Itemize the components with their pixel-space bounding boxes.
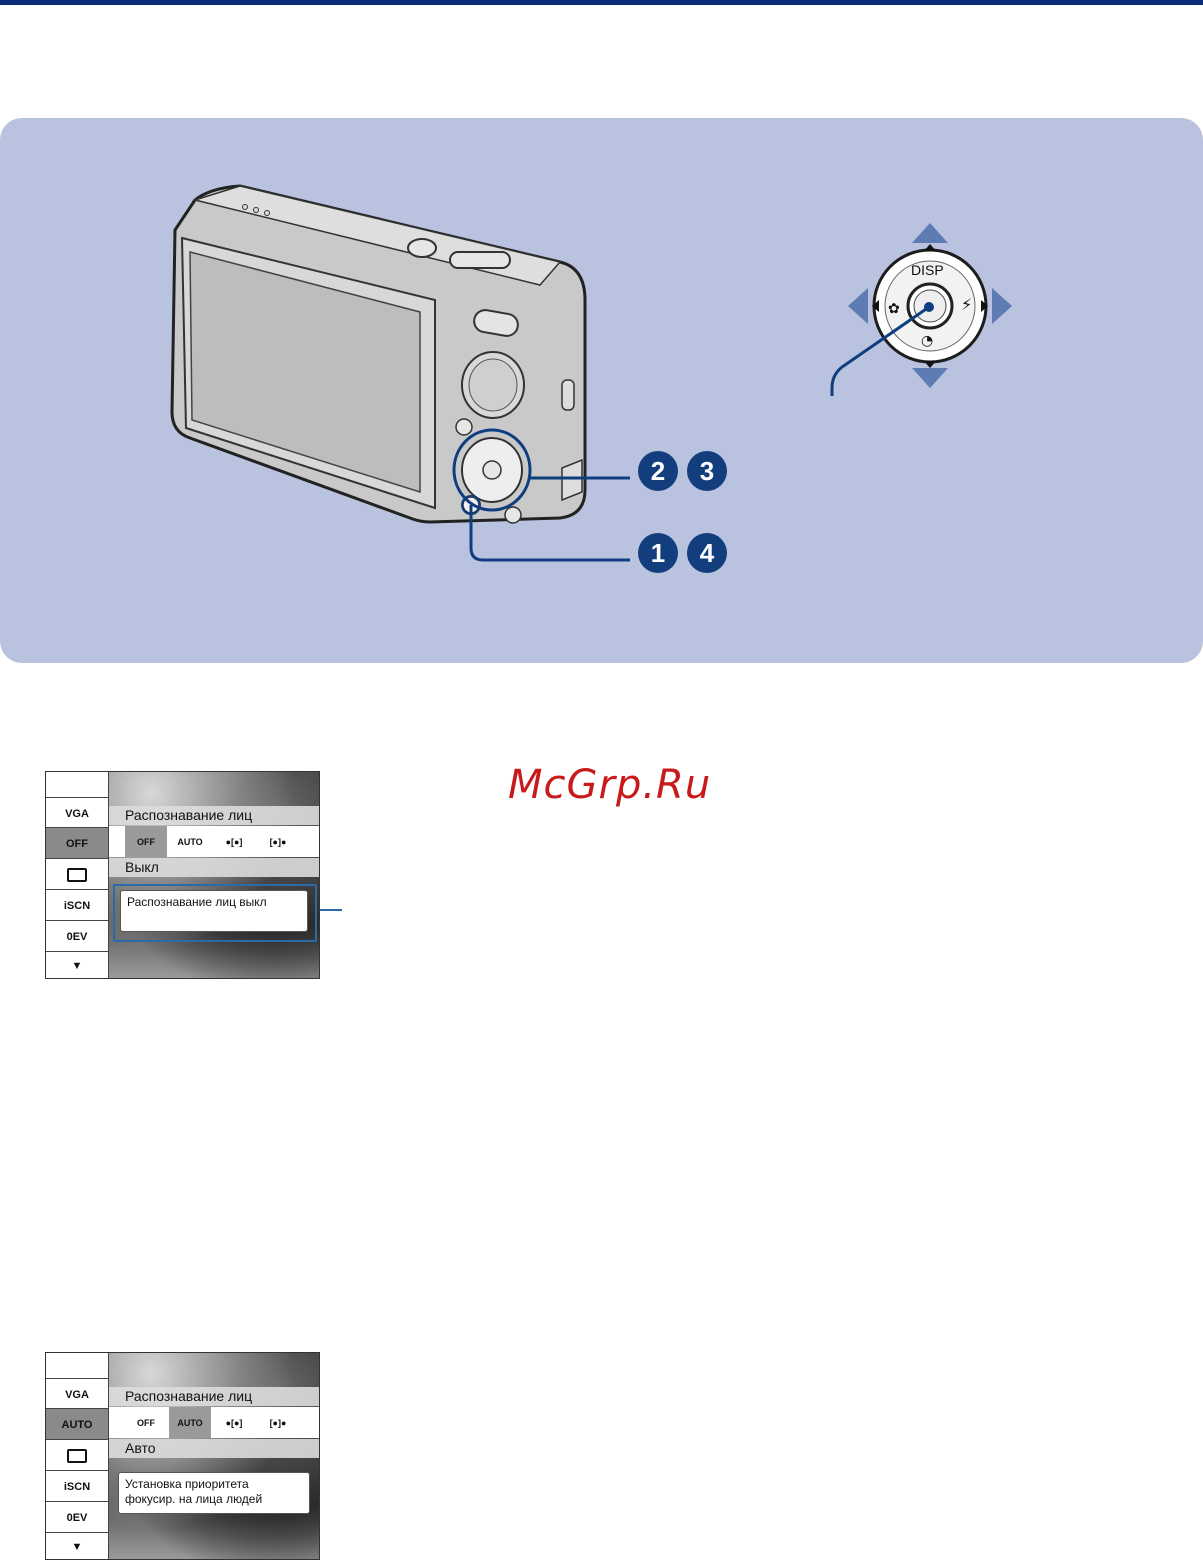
step-badge-3: 3 <box>687 451 727 491</box>
step-badge-4: 4 <box>687 533 727 573</box>
scene-recognition-icon[interactable]: iSCN <box>46 1470 108 1502</box>
option-row: OFF AUTO ●[●] [●]● <box>109 826 319 857</box>
display-mode-icon[interactable] <box>46 1439 108 1471</box>
step-badge-1: 1 <box>638 533 678 573</box>
image-size-icon[interactable]: VGA <box>46 797 108 829</box>
dpad-diagram: ⚡ ✿ ◔ <box>832 223 1012 396</box>
dpad-disp-label: DISP <box>911 262 944 278</box>
lcd-screen-off: VGA OFF iSCN 0EV ▼ Распознавание лиц OFF… <box>45 771 320 979</box>
face-detection-icon[interactable]: AUTO <box>46 1408 108 1440</box>
tip-leader-line <box>320 909 342 911</box>
option-auto[interactable]: AUTO <box>169 1407 211 1438</box>
svg-text:◔: ◔ <box>921 333 933 349</box>
option-child-priority[interactable]: ●[●] <box>213 1407 255 1438</box>
option-adult-priority[interactable]: [●]● <box>257 1407 299 1438</box>
tip-line-2: фокусир. на лица людей <box>125 1492 303 1507</box>
scroll-down-icon[interactable]: ▼ <box>46 1532 108 1560</box>
option-off[interactable]: OFF <box>125 1407 167 1438</box>
lcd-screen-auto: VGA AUTO iSCN 0EV ▼ Распознавание лиц OF… <box>45 1352 320 1560</box>
exposure-icon[interactable]: 0EV <box>46 920 108 952</box>
option-row: OFF AUTO ●[●] [●]● <box>109 1407 319 1438</box>
tip-line-1: Установка приоритета <box>125 1477 303 1492</box>
image-size-icon[interactable]: VGA <box>46 1378 108 1410</box>
watermark: McGrp.Ru <box>508 762 711 808</box>
menu-title: Распознавание лиц <box>109 806 319 825</box>
option-child-priority[interactable]: ●[●] <box>213 826 255 857</box>
svg-text:✿: ✿ <box>888 301 900 317</box>
option-auto[interactable]: AUTO <box>169 826 211 857</box>
menu-sidebar: VGA AUTO iSCN 0EV ▼ <box>46 1353 109 1559</box>
scroll-down-icon[interactable]: ▼ <box>46 951 108 979</box>
selected-value: Выкл <box>109 858 319 877</box>
option-adult-priority[interactable]: [●]● <box>257 826 299 857</box>
step-badge-2: 2 <box>638 451 678 491</box>
scene-recognition-icon[interactable]: iSCN <box>46 889 108 921</box>
option-off[interactable]: OFF <box>125 826 167 857</box>
svg-text:⚡: ⚡ <box>961 295 972 314</box>
tip-box: Распознавание лиц выкл <box>120 890 308 932</box>
selected-value: Авто <box>109 1439 319 1458</box>
tip-box: Установка приоритета фокусир. на лица лю… <box>118 1472 310 1514</box>
exposure-icon[interactable]: 0EV <box>46 1501 108 1533</box>
menu-title: Распознавание лиц <box>109 1387 319 1406</box>
menu-sidebar: VGA OFF iSCN 0EV ▼ <box>46 772 109 978</box>
display-mode-icon[interactable] <box>46 858 108 890</box>
face-detection-icon[interactable]: OFF <box>46 827 108 859</box>
camera-illustration: ⚡ ✿ ◔ <box>0 0 1203 680</box>
